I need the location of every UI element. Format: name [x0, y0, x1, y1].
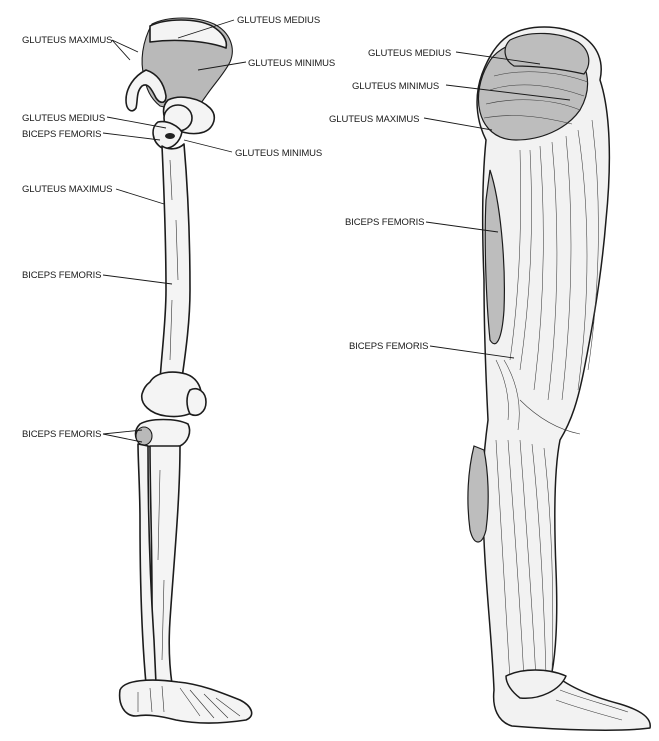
- label-gluteus-maximus-top: GLUTEUS MAXIMUS: [22, 35, 112, 46]
- patella: [187, 389, 206, 416]
- label-gluteus-maximus-muscle: GLUTEUS MAXIMUS: [329, 114, 419, 125]
- label-gluteus-medius-top: GLUTEUS MEDIUS: [237, 15, 320, 26]
- femur-shaft: [160, 144, 190, 380]
- label-biceps-femoris-knee: BICEPS FEMORIS: [22, 429, 101, 440]
- label-gluteus-minimus-muscle: GLUTEUS MINIMUS: [352, 81, 439, 92]
- label-gluteus-minimus-top: GLUTEUS MINIMUS: [248, 58, 335, 69]
- label-gluteus-maximus-mid: GLUTEUS MAXIMUS: [22, 184, 112, 195]
- skeleton-figure: [120, 18, 252, 723]
- label-biceps-femoris-upper: BICEPS FEMORIS: [345, 217, 424, 228]
- foot-bones: [120, 680, 252, 723]
- calf-muscle: [468, 446, 488, 542]
- label-gluteus-minimus-mid: GLUTEUS MINIMUS: [235, 148, 322, 159]
- label-gluteus-medius-muscle: GLUTEUS MEDIUS: [368, 48, 451, 59]
- label-biceps-femoris-mid: BICEPS FEMORIS: [22, 129, 101, 140]
- labels: GLUTEUS MAXIMUS GLUTEUS MEDIUS GLUTEUS M…: [22, 15, 451, 440]
- trochanter-spot: [165, 133, 175, 139]
- label-biceps-femoris-lower: BICEPS FEMORIS: [349, 341, 428, 352]
- label-gluteus-medius-mid: GLUTEUS MEDIUS: [22, 113, 105, 124]
- muscle-figure: [468, 27, 650, 730]
- fibula-head: [136, 427, 152, 445]
- label-biceps-femoris-shaft: BICEPS FEMORIS: [22, 270, 101, 281]
